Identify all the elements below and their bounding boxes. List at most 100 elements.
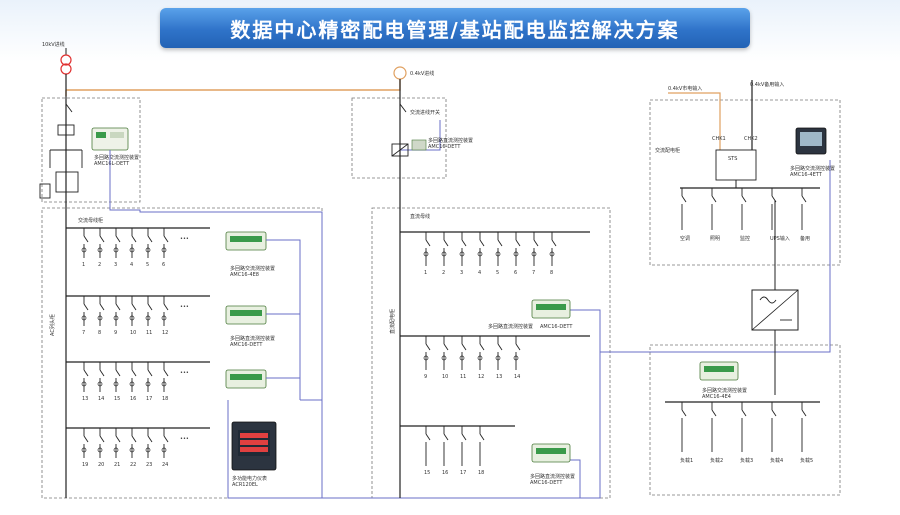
feeder-branch: 18 xyxy=(478,426,484,476)
feeder-label: 负载4 xyxy=(770,457,783,464)
feeder-label: 7 xyxy=(82,330,85,336)
title-banner: 数据中心精密配电管理/基站配电监控解决方案 xyxy=(160,8,750,48)
feeder-branch: 负载4 xyxy=(770,402,783,464)
feeder-label: 5 xyxy=(496,270,499,276)
feeder-branch: 10 xyxy=(441,336,448,380)
right-meter-2-label: 多回路交流测控装置 xyxy=(702,387,747,394)
feeder-label: 11 xyxy=(460,374,466,380)
left-transformer: 10kV进线 xyxy=(42,41,72,75)
feeder-branch: 12 xyxy=(161,296,168,336)
feeder-label: 15 xyxy=(114,396,120,402)
feeder-branch: 17 xyxy=(145,362,152,402)
left-meter-3 xyxy=(225,369,267,389)
feeder-branch: 2 xyxy=(97,228,105,268)
feeder-label: 16 xyxy=(130,396,136,402)
supply-line xyxy=(65,80,401,96)
right-meter-model: AMC16-4ETT xyxy=(790,172,823,178)
left-main-meter-label: 多回路交流测控装置 xyxy=(94,154,139,161)
right-sw2: CHK2 xyxy=(744,136,758,142)
middle-panel-label: 直流配电柜 xyxy=(389,309,396,334)
feeder-branch: 监控 xyxy=(740,188,750,242)
feeder-branch: 6 xyxy=(161,228,169,268)
middle-busbars xyxy=(400,231,590,427)
left-meter-2-label: 多回路直流测控装置 xyxy=(230,335,275,342)
feeder-label: 17 xyxy=(460,470,466,476)
middle-meter-2-label: 多回路直流测控装置 xyxy=(488,323,533,330)
middle-top-frame xyxy=(351,97,447,179)
feeder-label: 备用 xyxy=(800,235,810,242)
middle-meter-label: 多回路直流测控装置 xyxy=(428,137,473,144)
right-bottom-frame xyxy=(649,344,841,496)
feeder-label: 2 xyxy=(98,262,101,268)
page-title: 数据中心精密配电管理/基站配电监控解决方案 xyxy=(230,17,680,42)
feeder-label: 8 xyxy=(98,330,101,336)
left-busbar-label: 交流母线柜 xyxy=(78,217,103,224)
feeder-branch: 1 xyxy=(423,232,431,276)
right-bottom-section: 多回路交流测控装置 AMC16-4E4 xyxy=(665,361,820,403)
feeder-branch: 9 xyxy=(423,336,431,380)
more-feeders-ellipsis: ••• xyxy=(180,370,189,376)
feeder-label: 负载3 xyxy=(740,457,753,464)
feeder-branch: 空调 xyxy=(680,188,690,242)
feeder-branch: 21 xyxy=(113,428,120,468)
right-src2-label: 0.4kV备用输入 xyxy=(750,81,784,88)
feeder-branch: 19 xyxy=(81,428,88,468)
feeder-branch: 15 xyxy=(424,426,430,476)
inverter xyxy=(751,200,799,395)
feeder-label: 照明 xyxy=(710,236,720,242)
feeder-label: 8 xyxy=(550,270,553,276)
feeder-label: 6 xyxy=(514,270,517,276)
middle-meter-3-model: AMC16-DETT xyxy=(530,480,563,486)
feeder-label: 13 xyxy=(82,396,88,402)
middle-meter-model: AMC16-DETT xyxy=(428,144,461,150)
feeder-branch: 13 xyxy=(81,362,88,402)
feeder-branch: 照明 xyxy=(710,188,720,242)
feeder-label: 1 xyxy=(82,262,85,268)
feeder-label: 14 xyxy=(514,374,520,380)
feeder-branch: 18 xyxy=(161,362,168,402)
feeder-branch: UPS输入 xyxy=(770,188,790,242)
feeder-branch: 负载3 xyxy=(740,402,753,464)
right-panel-label: 交流配电柜 xyxy=(655,147,680,154)
feeder-branch: 14 xyxy=(97,362,104,402)
feeder-label: 空调 xyxy=(680,235,690,242)
feeder-label: 负载2 xyxy=(710,457,723,464)
feeder-branch: 3 xyxy=(459,232,467,276)
more-feeders-ellipsis: ••• xyxy=(180,436,189,442)
feeder-branch: 14 xyxy=(513,336,520,380)
feeder-branch: 6 xyxy=(513,232,521,276)
feeder-label: 10 xyxy=(130,330,136,336)
feeder-label: 负载5 xyxy=(800,457,813,464)
feeder-branch: 17 xyxy=(460,426,466,476)
middle-meter-3-label: 多回路直流测控装置 xyxy=(530,473,575,480)
feeder-branch: 负载2 xyxy=(710,402,723,464)
left-meter-1-label: 多回路交流测控装置 xyxy=(230,265,275,272)
feeder-label: 6 xyxy=(162,262,165,268)
feeder-label: 15 xyxy=(424,470,430,476)
left-meter-1-model: AMC16-4E8 xyxy=(230,272,259,278)
left-busbars xyxy=(66,227,210,429)
feeder-branch: 8 xyxy=(549,232,557,276)
feeder-branch: 9 xyxy=(113,296,121,336)
left-breakers-top xyxy=(39,103,83,199)
feeder-branch: 22 xyxy=(129,428,136,468)
right-meter-2-model: AMC16-4E4 xyxy=(702,394,731,400)
left-meter-2-model: AMC16-DETT xyxy=(230,342,263,348)
feeder-branch: 5 xyxy=(145,228,153,268)
middle-incoming: 0.4kV进线 交流进线开关 多回路直流测控装置 AMC16-DETT xyxy=(391,66,473,498)
left-meter-2: 多回路直流测控装置 AMC16-DETT xyxy=(225,305,275,348)
feeder-label: 12 xyxy=(478,374,484,380)
right-meter-label: 多回路交流测控装置 xyxy=(790,165,835,172)
middle-meter-2-model: AMC16-DETT xyxy=(540,324,573,330)
feeder-label: 14 xyxy=(98,396,104,402)
feeder-branch: 负载1 xyxy=(680,402,693,464)
feeder-label: 4 xyxy=(130,262,133,268)
feeder-label: 23 xyxy=(146,462,152,468)
feeder-label: 17 xyxy=(146,396,152,402)
middle-meter-3: 多回路直流测控装置 AMC16-DETT xyxy=(530,443,575,486)
feeder-label: 5 xyxy=(146,262,149,268)
feeder-branch: 3 xyxy=(113,228,121,268)
feeder-label: 1 xyxy=(424,270,427,276)
feeder-label: 20 xyxy=(98,462,104,468)
